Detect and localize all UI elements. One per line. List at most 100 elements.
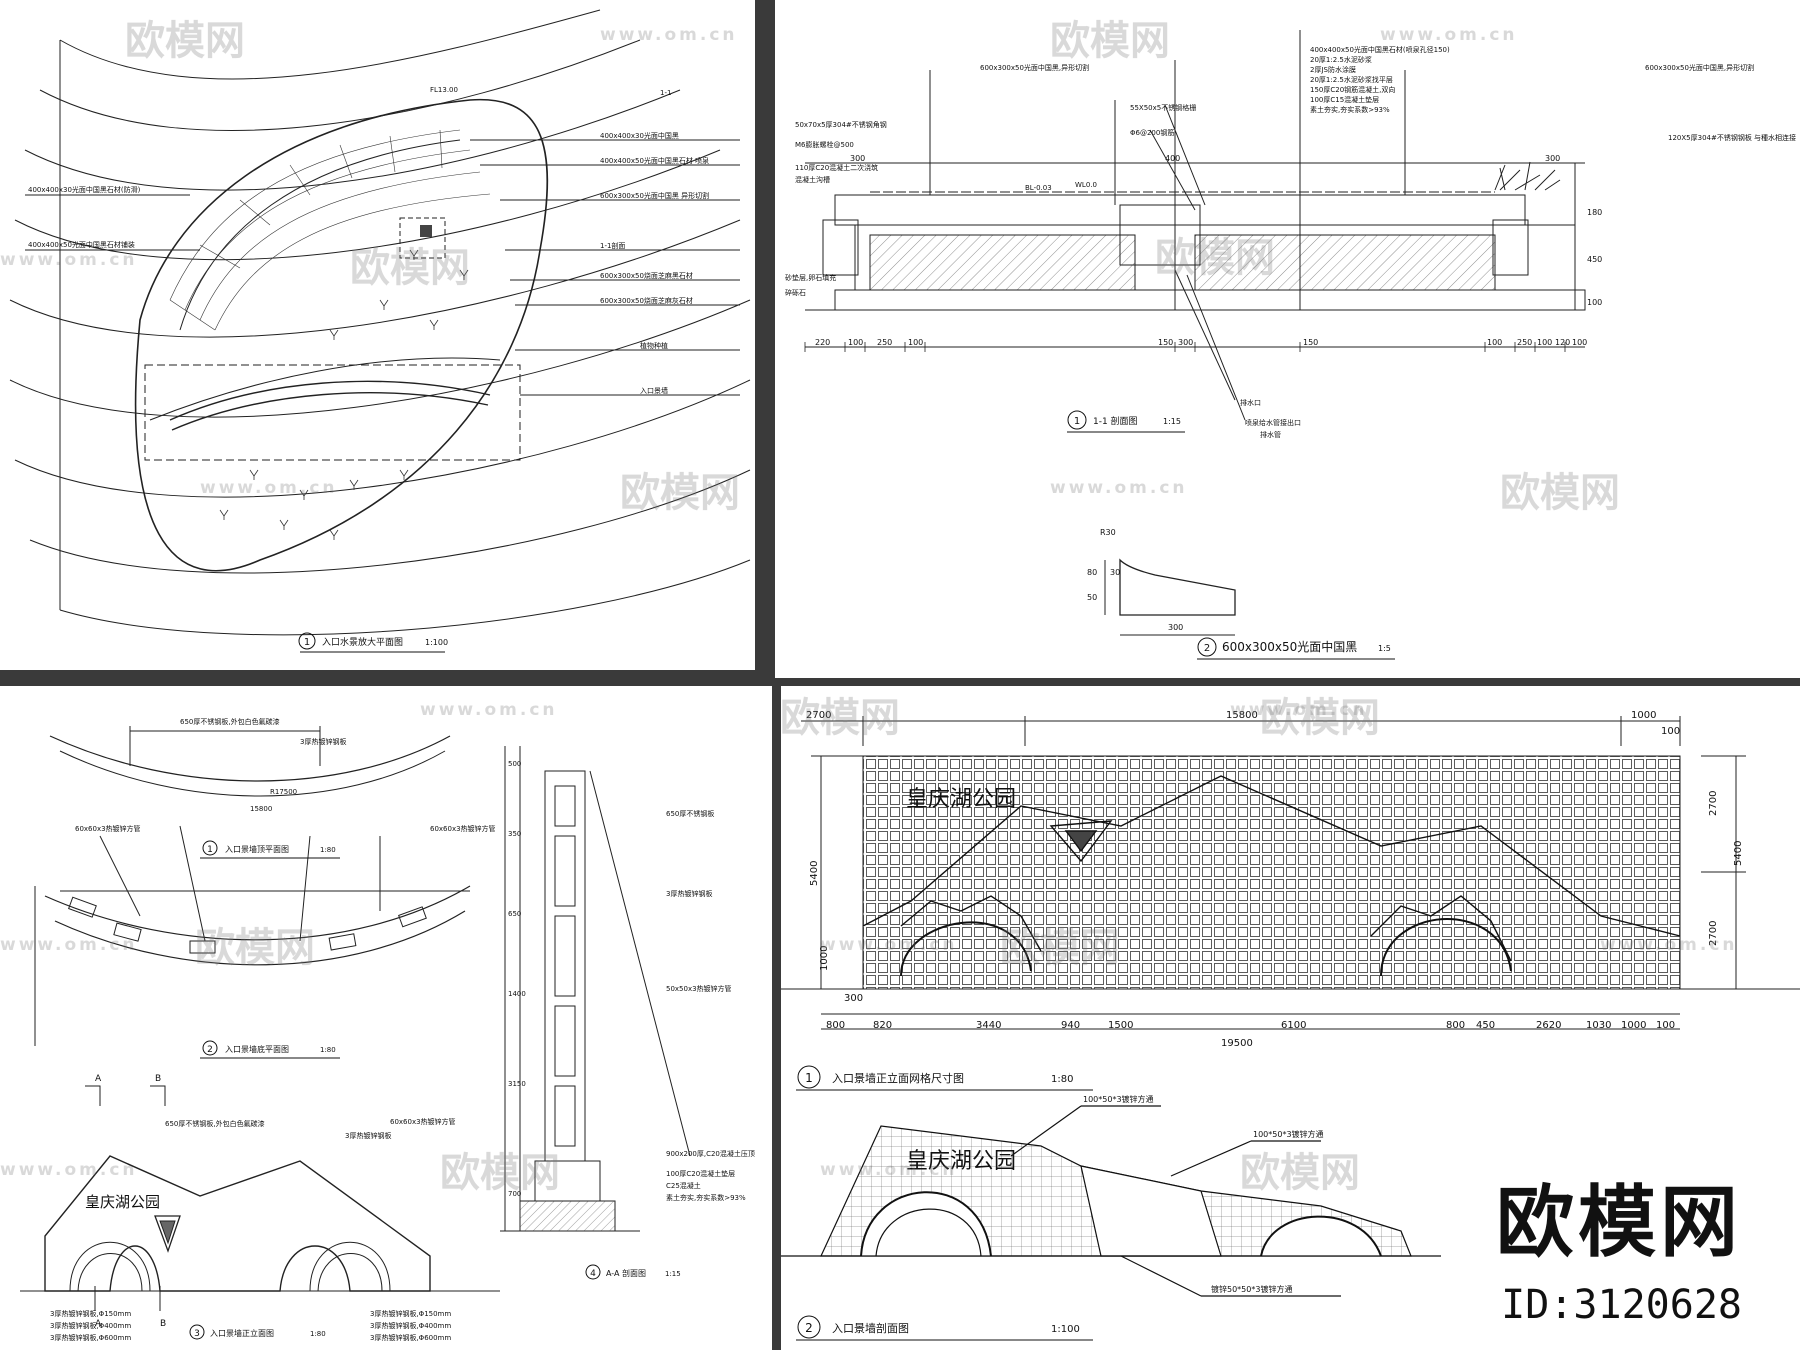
caption-scale: 1:15 (665, 1270, 681, 1278)
caption-scale: 1:5 (1378, 644, 1391, 653)
caption-number: 2 (1204, 643, 1210, 654)
label-drain-pipe: 排水管 (1260, 430, 1281, 439)
caption-scale: 1:80 (320, 846, 336, 854)
caption-scale: 1:100 (1051, 1324, 1080, 1335)
dim: 300 (1545, 154, 1560, 163)
note: 100厚C20混凝土垫层 (666, 1169, 735, 1178)
note: 3厚热镀锌钢板 (300, 737, 346, 746)
dim: 250 (877, 338, 892, 347)
dim-total: 19500 (1221, 1038, 1253, 1049)
caption-title: 入口水景放大平面图 (322, 636, 403, 648)
park-name-lettering-section: 皇庆湖公园 (906, 1149, 1016, 1174)
dim: 150 (1303, 338, 1318, 347)
dim: 120 (1555, 338, 1570, 347)
section-tag: 1-1 (660, 89, 671, 97)
caption-number: 1 (304, 637, 310, 648)
elevation-label: FL13.00 (430, 86, 458, 94)
dim-length: 15800 (250, 805, 272, 813)
caption-scale: 1:15 (1163, 417, 1181, 426)
note-top-2: 400x400x50光面中国黑石材(喷泉孔径150) (1310, 45, 1450, 54)
note-right-4: 1-1剖面 (600, 241, 625, 250)
note-right-6: 600x300x50烧面芝麻灰石材 (600, 296, 693, 305)
note: 50x50x3热镀锌方管 (666, 984, 732, 993)
note: 60x60x3热镀锌方管 (430, 824, 496, 833)
caption-sheet3-1: 1 入口景墙顶平面图 1:80 (200, 840, 340, 859)
note: 60x60x3热镀锌方管 (390, 1117, 456, 1126)
caption-number: 1 (207, 845, 213, 855)
dim: 100 (908, 338, 923, 347)
dim: 1500 (1108, 1020, 1133, 1031)
dim: 800 (826, 1020, 845, 1031)
dim: 450 (1476, 1020, 1495, 1031)
dim: 5400 (1733, 841, 1744, 866)
dim: 700 (508, 1190, 521, 1198)
section-mark-a2: A (95, 1319, 102, 1329)
dim: 800 (1446, 1020, 1465, 1031)
label-grate: 55X50x5不锈钢格栅 (1130, 103, 1196, 112)
note-left-4: 混凝土沟槽 (795, 175, 830, 184)
caption-sheet3-3: 3 入口景墙正立面图 1:80 (189, 1324, 326, 1340)
caption-scale: 1:80 (1051, 1074, 1073, 1085)
dim: 300 (1178, 338, 1193, 347)
dim: 1000 (1621, 1020, 1646, 1031)
note: 650厚不锈钢板 (666, 809, 714, 818)
dim: 940 (1061, 1020, 1080, 1031)
grid-elevation-drawing: 2700 15800 1000 100 800 820 3440 940 150… (781, 710, 1800, 1341)
dim: 100 (1656, 1020, 1675, 1031)
dim: 100 (1537, 338, 1552, 347)
note: 650厚不锈钢板,外包白色氟碳漆 (165, 1119, 265, 1128)
caption-number: 2 (805, 1321, 813, 1335)
park-name-lettering: 皇庆湖公园 (85, 1193, 160, 1211)
note-right-7: 植物种植 (640, 341, 668, 350)
brand-logo: 欧模网 (1495, 1178, 1742, 1268)
caption-title: 入口景墙剖面图 (832, 1321, 909, 1335)
dim: 450 (1587, 255, 1602, 264)
sheet-entrance-water-feature-plan: 1-1 FL13.00 400x400x30光面中国黑 400x400x50光面… (0, 0, 755, 670)
dim: 1030 (1586, 1020, 1611, 1031)
note-top-4: 2厚JS防水涂膜 (1310, 65, 1356, 74)
note: 3厚热镀锌钢板,Φ150mm (370, 1309, 451, 1318)
note: 素土夯实,夯实系数>93% (666, 1193, 746, 1202)
plant-symbols (219, 249, 469, 540)
caption-scale: 1:80 (310, 1330, 326, 1338)
caption-title: A-A 剖面图 (606, 1268, 646, 1278)
note-left-1: 50x70x5厚304#不锈钢角钢 (795, 120, 887, 129)
note-top-7: 100厚C15混凝土垫层 (1310, 95, 1379, 104)
dim: 3150 (508, 1080, 526, 1088)
note-top-5: 20厚1:2.5水泥砂浆找平层 (1310, 75, 1393, 84)
dim: 15800 (1226, 710, 1258, 721)
dim: 500 (508, 760, 521, 768)
note-right: 120X5厚304#不锈钢钢板 与種水相连接 (1668, 133, 1796, 142)
note: 3厚热镀锌钢板,Φ600mm (50, 1333, 131, 1342)
note: 3厚热镀锌钢板 (666, 889, 712, 898)
dim: 300 (1168, 623, 1183, 632)
dim: 400 (1165, 154, 1180, 163)
dim: 300 (844, 993, 863, 1004)
note-left-2: 400x400x50光面中国黑石材铺装 (28, 240, 135, 249)
caption-s4-section: 2 入口景墙剖面图 1:100 (796, 1315, 1093, 1341)
caption-title: 入口景墙顶平面图 (225, 844, 289, 854)
wall-plan-drawing: 650厚不锈钢板,外包白色氟碳漆 3厚热镀锌钢板 R17500 15800 60… (20, 717, 755, 1342)
label-bl: BL-0.03 (1025, 184, 1052, 192)
sheet-section-1-1: 400x400x50光面中国黑石材(喷泉孔径150) 20厚1:2.5水泥砂浆 … (775, 0, 1800, 678)
note-top-3: 20厚1:2.5水泥砂浆 (1310, 55, 1372, 64)
caption-scale: 1:80 (320, 1046, 336, 1054)
section-mark-b: B (155, 1074, 161, 1084)
caption-sheet3-4: 4 A-A 剖面图 1:15 (585, 1264, 681, 1280)
dims-bottom: 220 100 250 100 150 300 150 100 250 100 … (815, 154, 1602, 632)
note: C25混凝土 (666, 1181, 701, 1190)
caption-s4-elev: 1 入口景墙正立面网格尺寸图 1:80 (796, 1065, 1093, 1091)
note-left-6: 碎砾石 (785, 288, 806, 297)
dim: 80 (1087, 568, 1097, 577)
caption-number: 1 (1074, 416, 1080, 427)
label-rebar: Φ6@200钢筋 (1130, 128, 1174, 137)
dim: 50 (1087, 593, 1097, 602)
dim: 30 (1110, 568, 1120, 577)
note-top-1b: 600x300x50光面中国黑,异形切割 (1645, 63, 1754, 72)
dim: 180 (1587, 208, 1602, 217)
note-left-1: 400x400x30光面中国黑石材(防滑) (28, 185, 141, 194)
dim: 3440 (976, 1020, 1001, 1031)
note-right-1: 400x400x30光面中国黑 (600, 131, 679, 140)
park-name-lettering: 皇庆湖公园 (906, 787, 1016, 812)
label-fountain-outlet: 喷泉给水管接出口 (1245, 418, 1301, 427)
